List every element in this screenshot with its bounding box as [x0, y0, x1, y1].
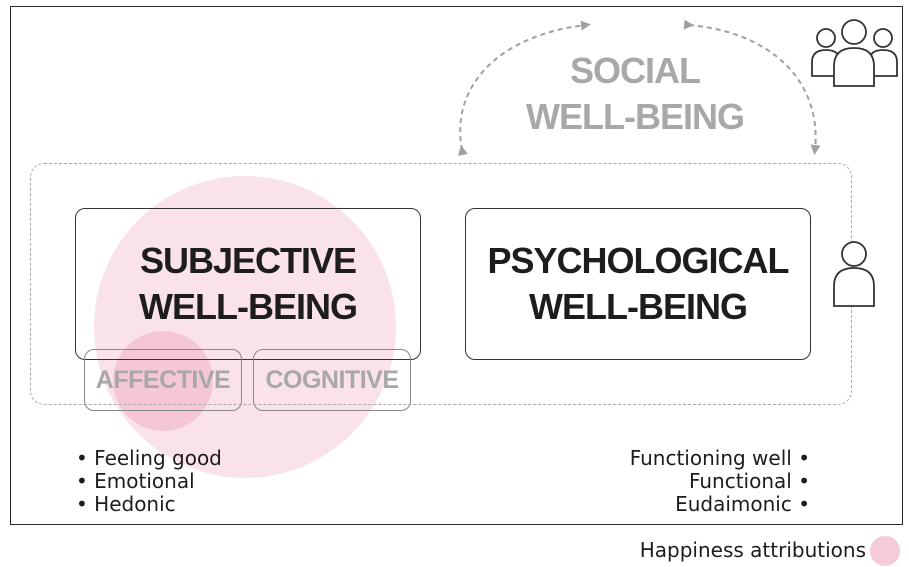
subjective-title-line2: WELL-BEING: [139, 286, 358, 327]
right-bidirectional-arrow: [683, 19, 821, 155]
subjective-attribute-item: • Emotional: [76, 469, 195, 493]
social-title-line1: SOCIAL: [569, 50, 701, 91]
affective-box: [84, 349, 242, 411]
psychological-attribute-item: Eudaimonic •: [675, 492, 810, 516]
cognitive-box: [253, 349, 411, 411]
subjective-attribute-item: • Feeling good: [76, 446, 222, 470]
psychological-attribute-item: Functional •: [688, 469, 810, 493]
psychological-wellbeing-box: [465, 208, 811, 360]
left-bidirectional-arrow: [457, 20, 591, 156]
psychological-attributes-list: Functioning well • Functional • Eudaimon…: [560, 447, 810, 516]
legend-swatch: [870, 536, 900, 566]
legend-label: Happiness attributions: [639, 538, 866, 562]
people-group-icon: [811, 19, 898, 87]
psychological-attribute-item: Functioning well •: [629, 446, 810, 470]
subjective-attribute-item: • Hedonic: [76, 492, 176, 516]
psychological-title-line1: PSYCHOLOGICAL: [487, 240, 789, 281]
subjective-attributes-list: • Feeling good • Emotional • Hedonic: [76, 447, 222, 516]
subjective-title-line1: SUBJECTIVE: [139, 240, 357, 281]
affective-label: AFFECTIVE: [95, 366, 231, 394]
subjective-wellbeing-title: SUBJECTIVE WELL-BEING: [75, 238, 421, 330]
happiness-circle-small: [113, 331, 213, 431]
diagram-frame: [10, 6, 903, 525]
psychological-wellbeing-title: PSYCHOLOGICAL WELL-BEING: [465, 238, 811, 330]
subjective-wellbeing-box: [75, 208, 421, 360]
person-center-icon: [833, 19, 875, 87]
cognitive-label: COGNITIVE: [265, 366, 399, 394]
psychological-title-line2: WELL-BEING: [529, 286, 748, 327]
person-icon: [833, 241, 875, 307]
person-left-icon: [811, 28, 841, 77]
